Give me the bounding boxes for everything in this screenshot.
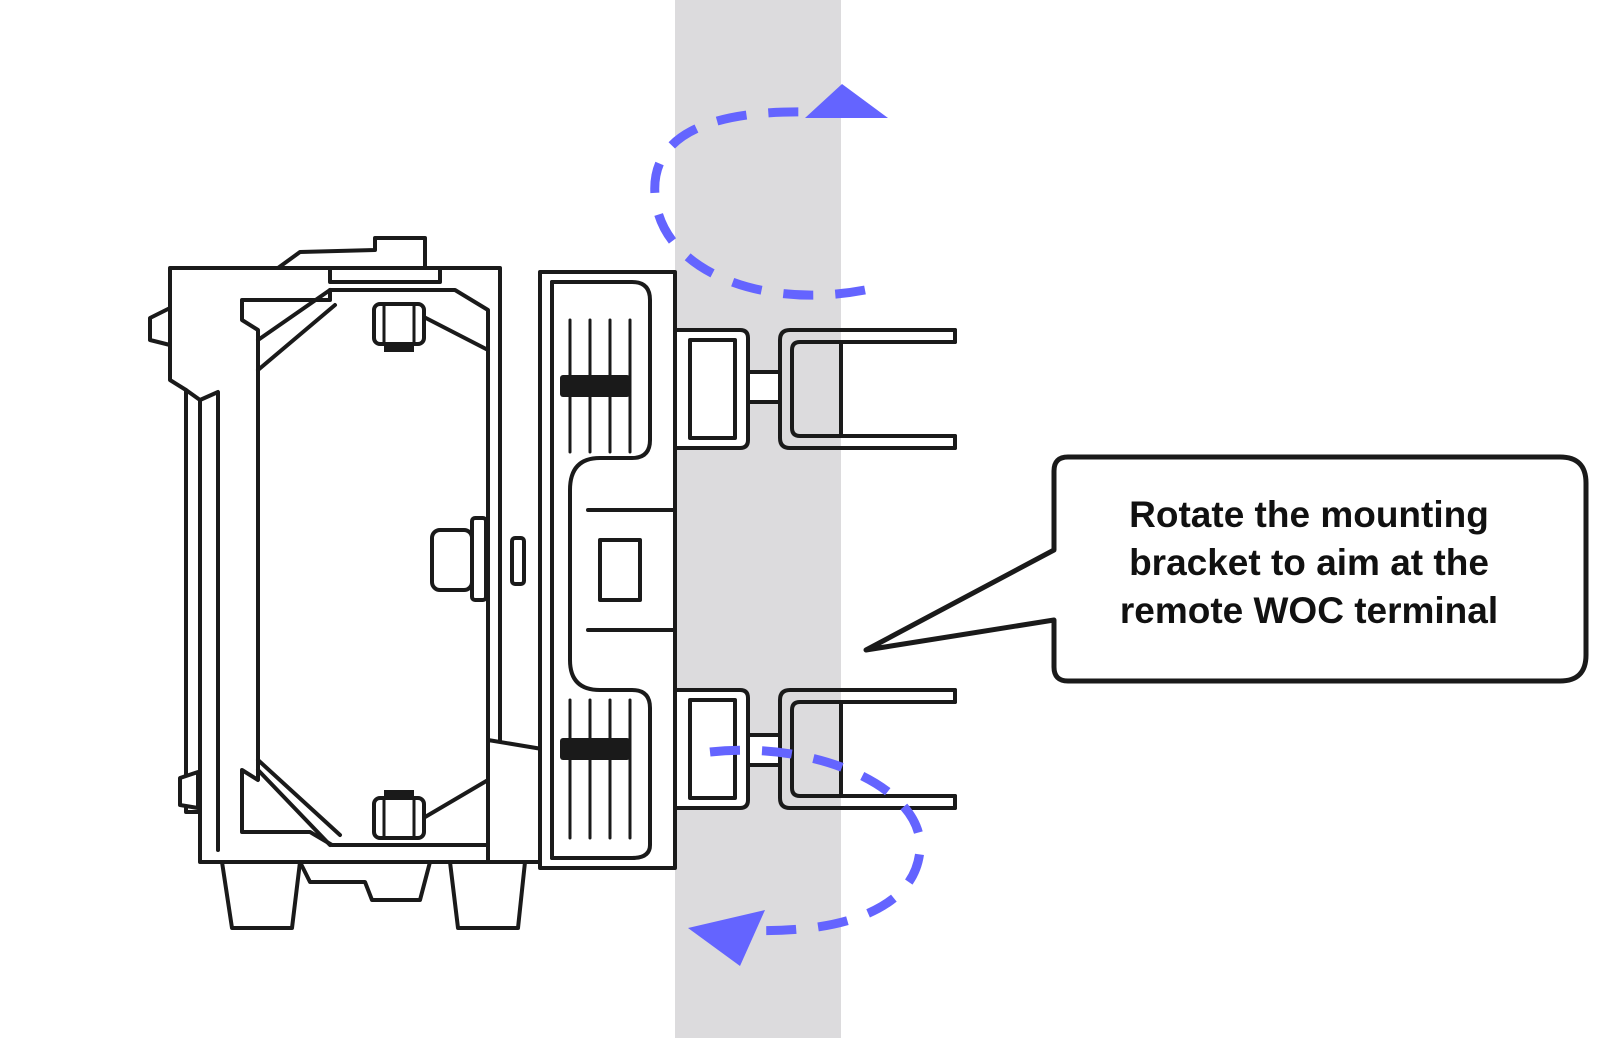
mounting-pole (675, 0, 841, 1038)
clamp-plate (538, 270, 677, 870)
center-bolt (430, 516, 526, 602)
bottom-rubber-pad (560, 738, 630, 760)
foot-right (448, 860, 527, 930)
top-rubber-pad (560, 375, 630, 397)
mounting-bracket (148, 236, 574, 930)
top-rotate-arrow-icon (650, 84, 888, 300)
top-u-clamp (673, 328, 957, 450)
callout-bubble (863, 454, 1589, 684)
foot-left (220, 860, 302, 930)
top-nut (372, 302, 426, 352)
foot-center (298, 860, 432, 902)
bottom-nut (372, 790, 426, 840)
callout: Rotate the mounting bracket to aim at th… (1042, 452, 1576, 674)
bottom-rotate-arrow-icon (688, 745, 925, 966)
callout-text: Rotate the mounting bracket to aim at th… (1119, 494, 1499, 631)
